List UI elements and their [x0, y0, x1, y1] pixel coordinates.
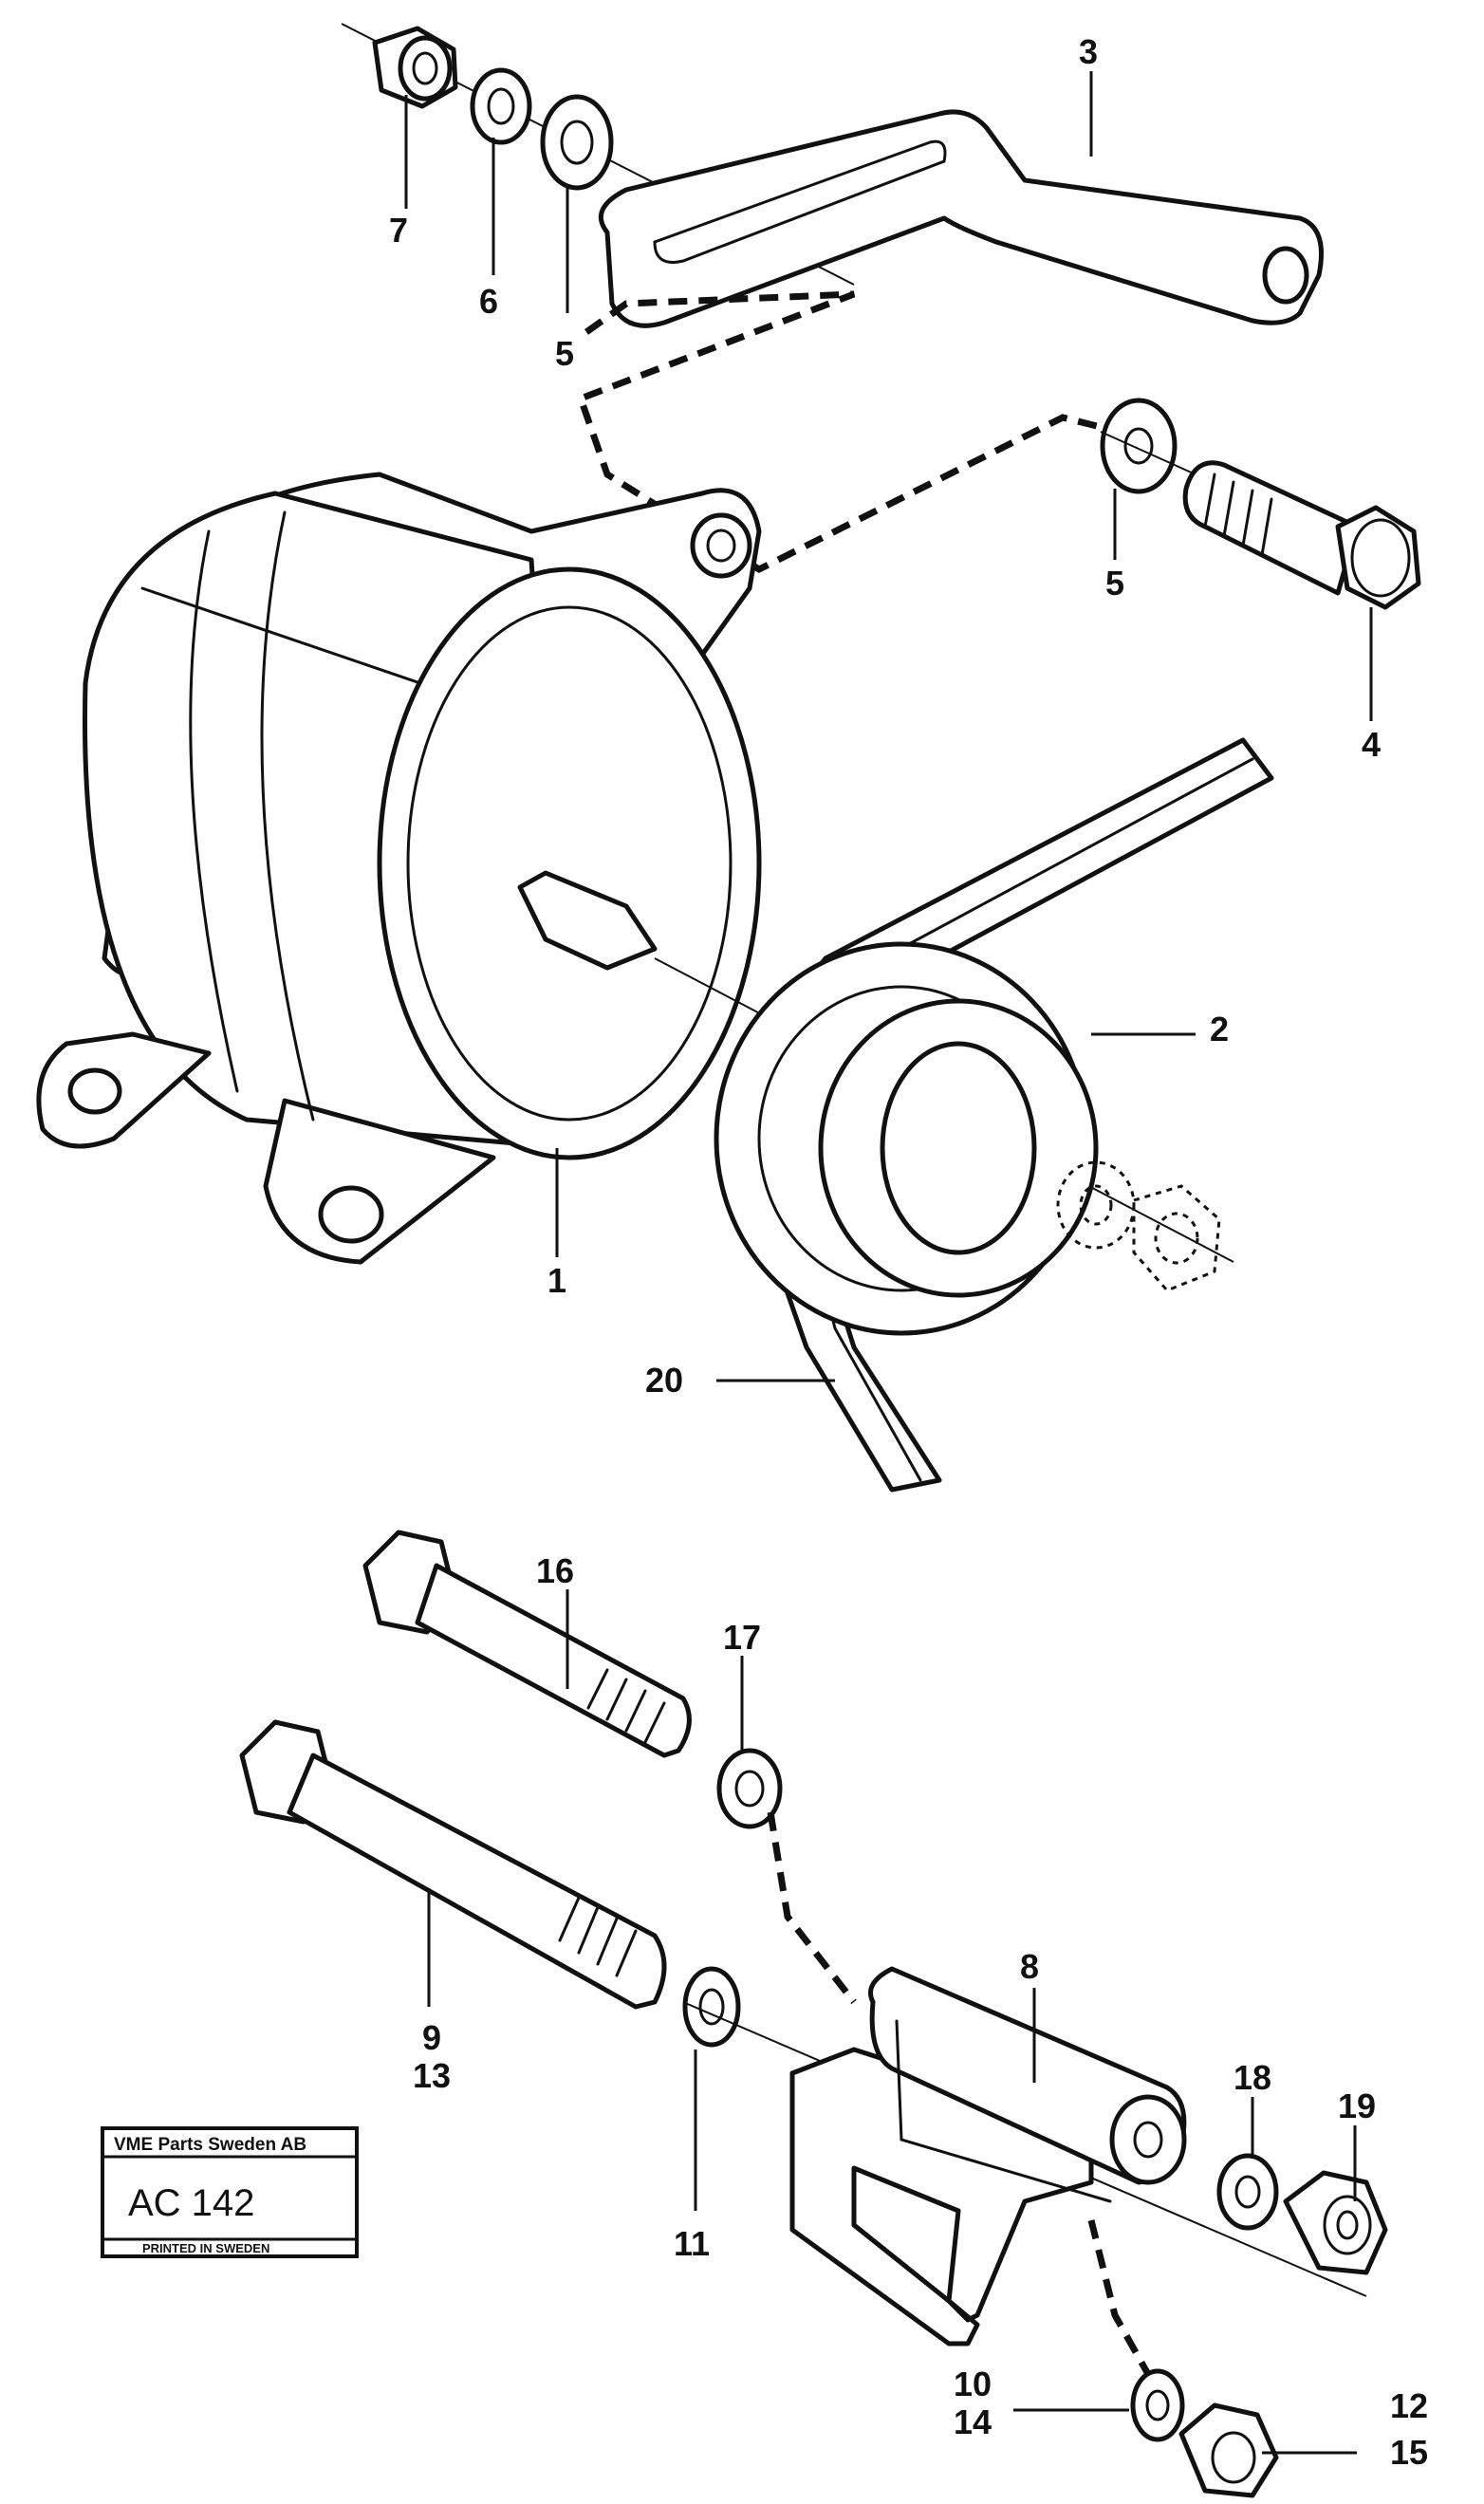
- callout-12: 12: [1390, 2386, 1428, 2425]
- callout-numbers: 7 6 5 3 5 4 2 1 20 16 17 8 9 13 11 18 19…: [389, 32, 1428, 2472]
- bolt-4: [1182, 460, 1421, 610]
- dashline-8-to-10: [1087, 2219, 1161, 2393]
- callout-14: 14: [954, 2402, 992, 2441]
- callout-16: 16: [536, 1551, 574, 1590]
- bolt-9-13: [239, 1719, 667, 2010]
- callout-18: 18: [1234, 2058, 1271, 2097]
- callout-11: 11: [674, 2224, 710, 2263]
- bracket-3: [598, 109, 1324, 328]
- alternator-1: [36, 472, 1234, 1265]
- stamp-printed: PRINTED IN SWEDEN: [142, 2241, 269, 2255]
- callout-9: 9: [422, 2018, 441, 2057]
- callout-8: 8: [1020, 1947, 1039, 1986]
- washer-17: [716, 1748, 783, 1829]
- washer-6: [470, 67, 532, 145]
- callout-10: 10: [954, 2365, 992, 2403]
- callout-13: 13: [413, 2056, 451, 2095]
- pulley-2: [714, 941, 1099, 1336]
- mounting-dashline-top: [576, 290, 1102, 574]
- washer-18: [1216, 2153, 1279, 2231]
- ghost-washer-nut: [1056, 1160, 1221, 1292]
- callout-2: 2: [1210, 1010, 1229, 1048]
- callout-7: 7: [389, 211, 408, 250]
- callout-20: 20: [645, 1361, 683, 1400]
- callout-17: 17: [723, 1618, 761, 1657]
- stamp-company: VME Parts Sweden AB: [114, 2135, 306, 2155]
- washer-5-top: [540, 94, 614, 191]
- leader-lines: [404, 71, 1373, 2455]
- nut-19: [1283, 2170, 1388, 2275]
- callout-15: 15: [1390, 2433, 1428, 2472]
- callout-5-top: 5: [555, 334, 574, 373]
- callout-3: 3: [1079, 32, 1098, 71]
- callout-5-right: 5: [1105, 564, 1124, 603]
- stamp-code: AC 142: [128, 2182, 254, 2224]
- callout-19: 19: [1338, 2087, 1376, 2125]
- nut-12-15: [1178, 2402, 1279, 2498]
- callout-1: 1: [547, 1261, 566, 1300]
- tensioner-bracket-8: [789, 1966, 1187, 2346]
- vme-stamp: VME Parts Sweden AB AC 142 PRINTED IN SW…: [101, 2126, 359, 2258]
- callout-4: 4: [1362, 725, 1381, 764]
- washer-5-right: [1100, 398, 1196, 494]
- bolt-16: [362, 1530, 692, 1758]
- washer-10-14: [1130, 2368, 1185, 2442]
- callout-6: 6: [479, 282, 498, 321]
- dashline-17-to-8: [767, 1811, 857, 2005]
